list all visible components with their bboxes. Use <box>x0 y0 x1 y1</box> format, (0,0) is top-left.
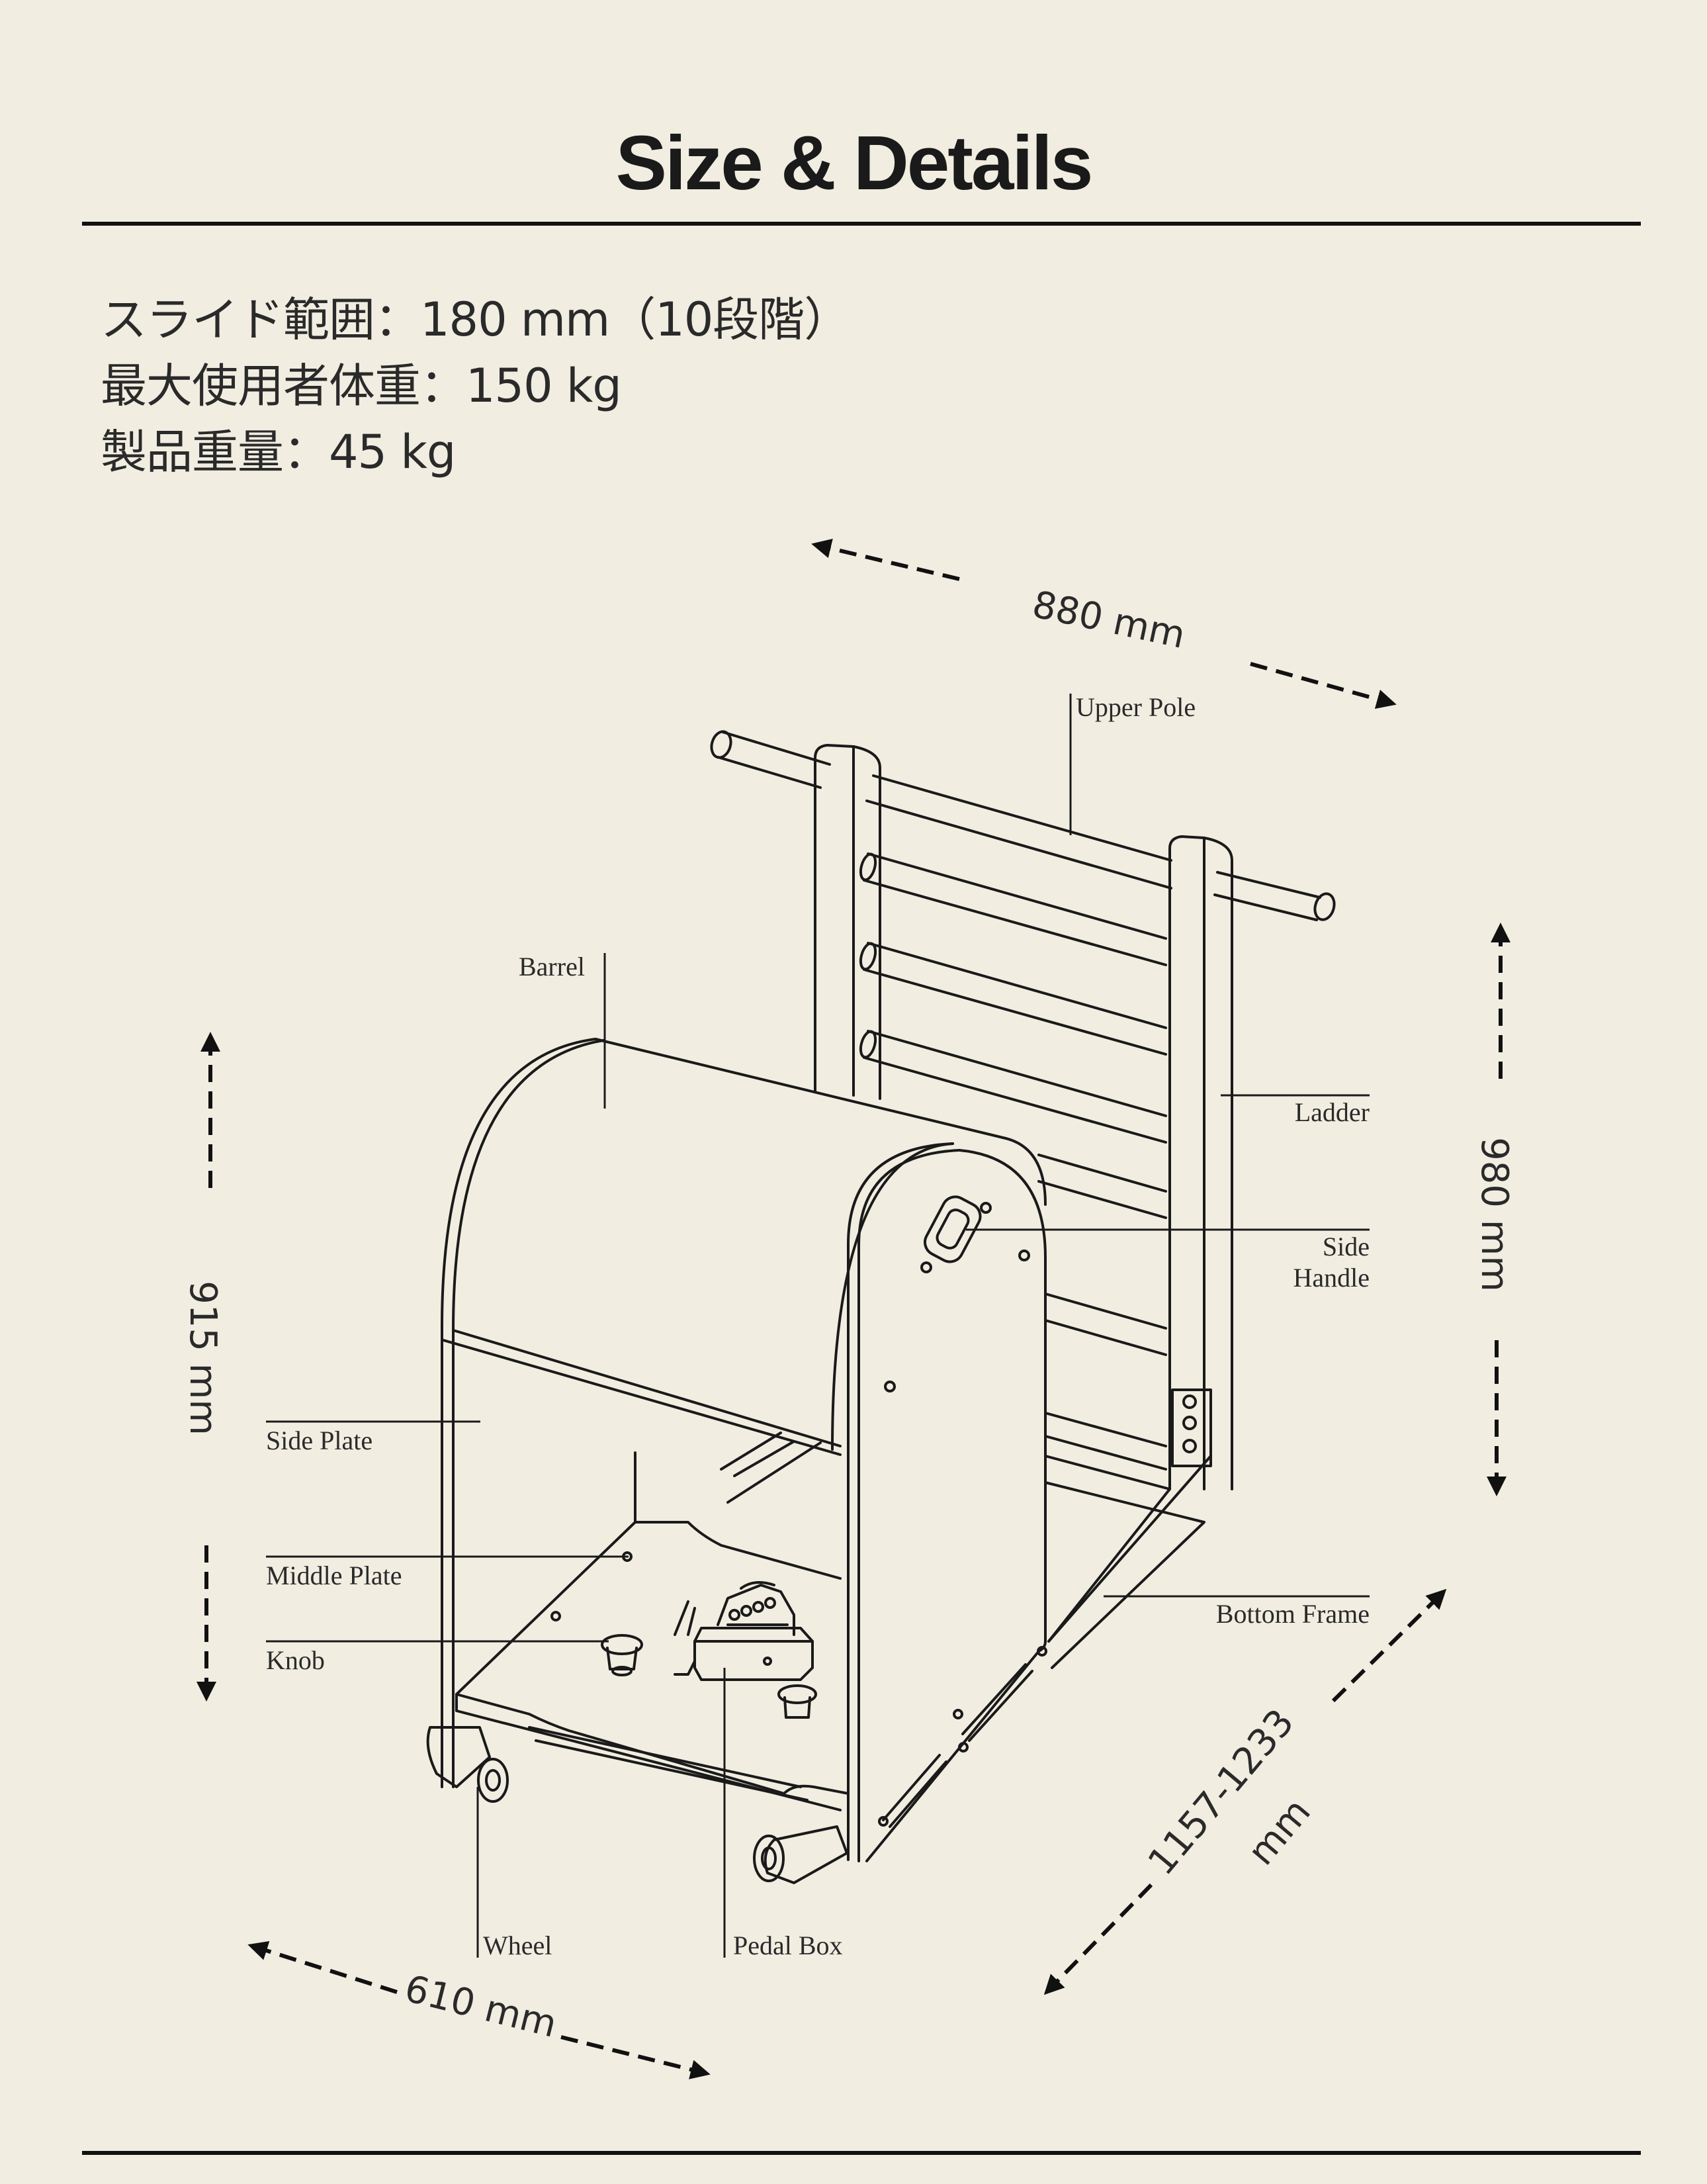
top-divider <box>82 222 1641 226</box>
bottom-divider <box>82 2151 1641 2155</box>
dim-height-right: 980 mm <box>1473 1137 1516 1292</box>
barrel-shape <box>441 1038 1047 1862</box>
arrow-head-icon <box>247 1940 398 1994</box>
ladder-shape <box>814 744 1233 1490</box>
dim-length-line2: mm <box>1240 1790 1319 1873</box>
dim-height-left: 915 mm <box>181 1281 224 1435</box>
label-bottom-frame: Bottom Frame <box>1216 1599 1370 1629</box>
arrow-head-icon <box>1250 662 1397 709</box>
label-barrel: Barrel <box>519 952 585 981</box>
wheel-shape <box>426 1726 848 1884</box>
label-knob: Knob <box>266 1645 325 1675</box>
spec-slide-range: スライド範囲：180 mm（10段階） <box>101 293 850 347</box>
arrow-head-icon <box>1043 1883 1153 1995</box>
label-side-handle-line2: Handle <box>1293 1263 1370 1293</box>
knob-shape <box>601 1634 817 1719</box>
arrow-head-icon <box>560 2035 711 2079</box>
pedal-box-shape <box>693 1581 814 1681</box>
upper-pole-shape <box>710 730 1336 921</box>
label-ladder: Ladder <box>1295 1097 1370 1127</box>
dim-width: 880 mm <box>1029 583 1189 657</box>
spec-max-user-weight: 最大使用者体重：150 kg <box>101 359 622 413</box>
dim-depth: 610 mm <box>400 1967 561 2046</box>
label-pedal-box: Pedal Box <box>733 1931 843 1960</box>
barrel-illustration <box>426 730 1336 1884</box>
page-title: Size & Details <box>615 120 1094 206</box>
label-wheel: Wheel <box>483 1931 552 1960</box>
bottom-frame-shape <box>1044 1455 1212 1669</box>
middle-plate-shape <box>455 1432 850 1811</box>
leader-lines <box>266 694 1370 1958</box>
arrow-head-icon <box>811 538 960 581</box>
label-side-handle-line1: Side <box>1323 1232 1370 1261</box>
label-side-plate: Side Plate <box>266 1426 372 1455</box>
spec-product-weight: 製品重量：45 kg <box>101 425 456 479</box>
label-middle-plate: Middle Plate <box>266 1561 402 1590</box>
label-upper-pole: Upper Pole <box>1076 692 1196 722</box>
